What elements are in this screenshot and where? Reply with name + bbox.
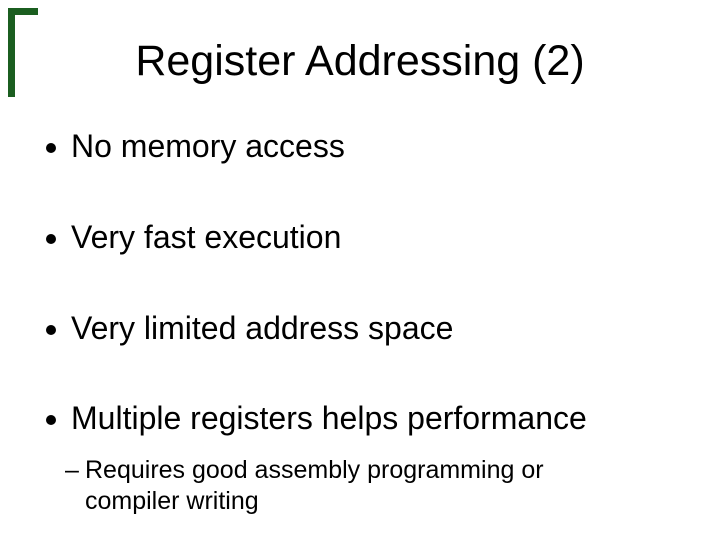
bullet-text-2: Very fast execution (71, 219, 342, 255)
bullet-dot-icon (46, 143, 56, 153)
bullet-text-4: Multiple registers helps performance (71, 400, 587, 436)
slide-title: Register Addressing (2) (135, 37, 585, 85)
bullet-dot-icon (46, 234, 56, 244)
bullet-item-4: Multiple registers helps performance (46, 400, 587, 437)
sub-bullet-line-1: Requires good assembly programming or (85, 456, 544, 484)
bullet-dot-icon (46, 415, 56, 425)
bullet-item-2: Very fast execution (46, 219, 342, 256)
sub-bullet-item: – Requires good assembly programming or … (65, 455, 544, 517)
sub-bullet-line-2: compiler writing (85, 487, 259, 515)
sub-bullet-dash: – (65, 456, 79, 484)
green-border-horizontal-bar (8, 8, 38, 15)
bullet-text-1: No memory access (71, 128, 345, 164)
bullet-item-3: Very limited address space (46, 310, 454, 347)
bullet-dot-icon (46, 325, 56, 335)
green-border-vertical-bar (8, 8, 15, 97)
bullet-text-3: Very limited address space (71, 310, 454, 346)
bullet-item-1: No memory access (46, 128, 345, 165)
